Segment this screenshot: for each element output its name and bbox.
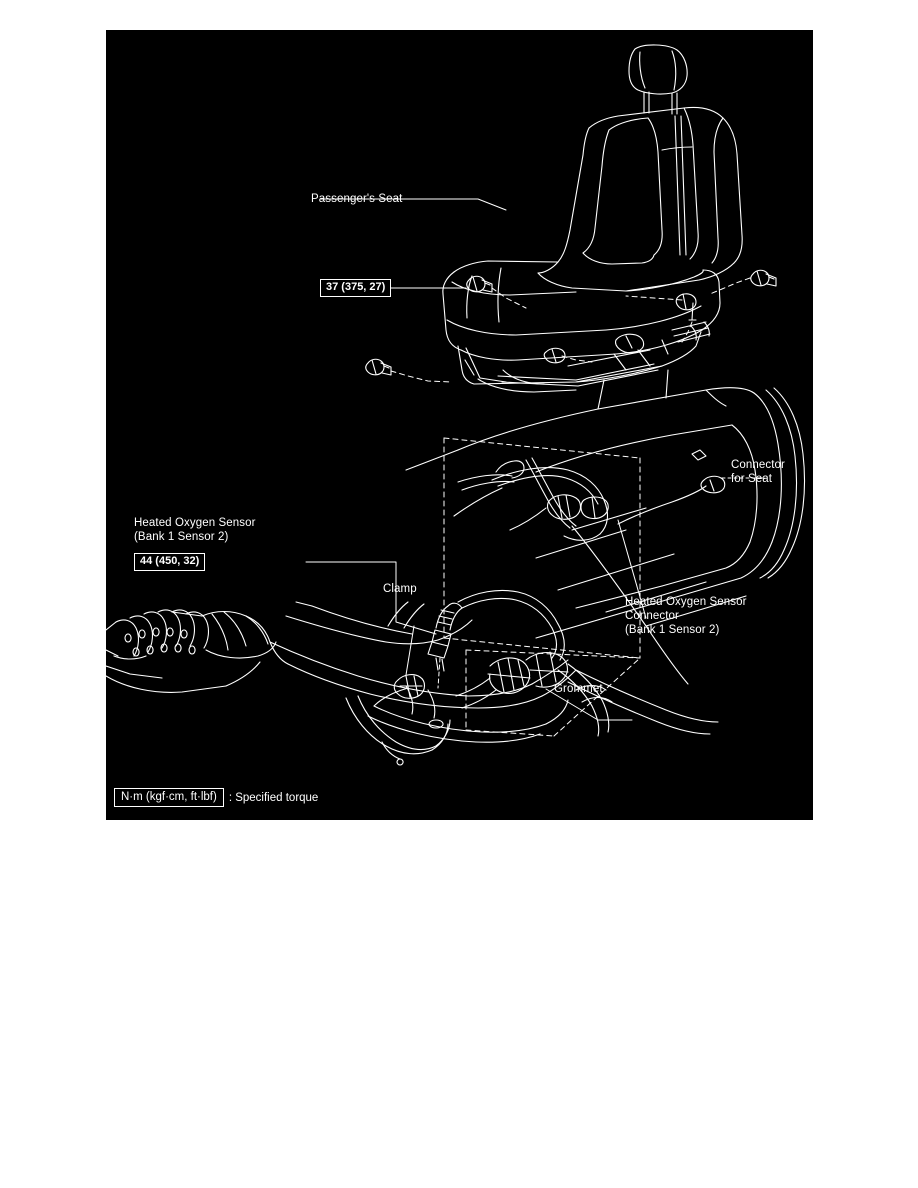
- assembly-line-right-front: [709, 277, 751, 295]
- exhaust-tail: [567, 669, 719, 735]
- label-passengers-seat: Passenger's Seat: [311, 193, 403, 205]
- label-grommet: Grommet: [554, 683, 603, 695]
- floor-pan: [405, 369, 806, 639]
- grommet: [455, 651, 569, 709]
- label-heated-oxygen-sensor-line2: (Bank 1 Sensor 2): [134, 531, 229, 543]
- seat-mounting-bolt-right-rear: [675, 293, 697, 321]
- label-clamp: Clamp: [383, 583, 417, 595]
- seat-backrest: [537, 106, 743, 292]
- label-connector-for-seat-line2: for Seat: [731, 473, 773, 485]
- seat-mounting-bolt-right-front: [750, 269, 777, 287]
- label-connector-for-seat-line1: Connector: [731, 459, 785, 471]
- exhaust-clamp: [393, 674, 426, 699]
- seat-cushion: [442, 260, 721, 361]
- exhaust-pipe: [269, 641, 577, 766]
- legend-description: : Specified torque: [228, 791, 319, 804]
- torque-spec-o2-sensor: 44 (450, 32): [134, 553, 206, 571]
- torque-spec-seat-bolt: 37 (375, 27): [320, 279, 392, 297]
- seat-mounting-bolt-left-front: [466, 275, 493, 293]
- legend-units-box: N·m (kgf·cm, ft·lbf): [114, 788, 224, 807]
- heated-oxygen-sensor: [427, 589, 565, 672]
- torque-units-legend: N·m (kgf·cm, ft·lbf) : Specified torque: [114, 788, 318, 807]
- exhaust-flange: [106, 609, 209, 660]
- assembly-line-center-2: [561, 355, 593, 363]
- sensor-install-axis: [437, 657, 441, 689]
- assembly-line-left-front: [491, 287, 527, 309]
- seat-headrest: [628, 44, 688, 115]
- assembly-line-right-rear: [681, 321, 693, 343]
- seat-wiring-harness: [453, 457, 726, 685]
- assembly-line-center: [625, 295, 683, 301]
- floor-bracket-plate: [367, 687, 569, 743]
- seat-mounting-bolt-left-rear: [365, 358, 392, 376]
- technical-illustration-panel: Passenger's Seat 37 (375, 27) Connector …: [106, 30, 813, 820]
- exhaust-heat-shield: [285, 601, 473, 645]
- seat-rails: [457, 331, 702, 393]
- catalytic-converter: [106, 610, 289, 693]
- label-ho2s-connector-line2: Connector: [625, 610, 679, 622]
- label-ho2s-connector-line1: Heated Oxygen Sensor: [625, 596, 747, 608]
- label-heated-oxygen-sensor-line1: Heated Oxygen Sensor: [134, 517, 256, 529]
- diagram-linework: [106, 44, 806, 766]
- detail-callout-box: [443, 437, 641, 659]
- label-ho2s-connector-line3: (Bank 1 Sensor 2): [625, 624, 720, 636]
- assembly-line-left-rear: [390, 370, 453, 383]
